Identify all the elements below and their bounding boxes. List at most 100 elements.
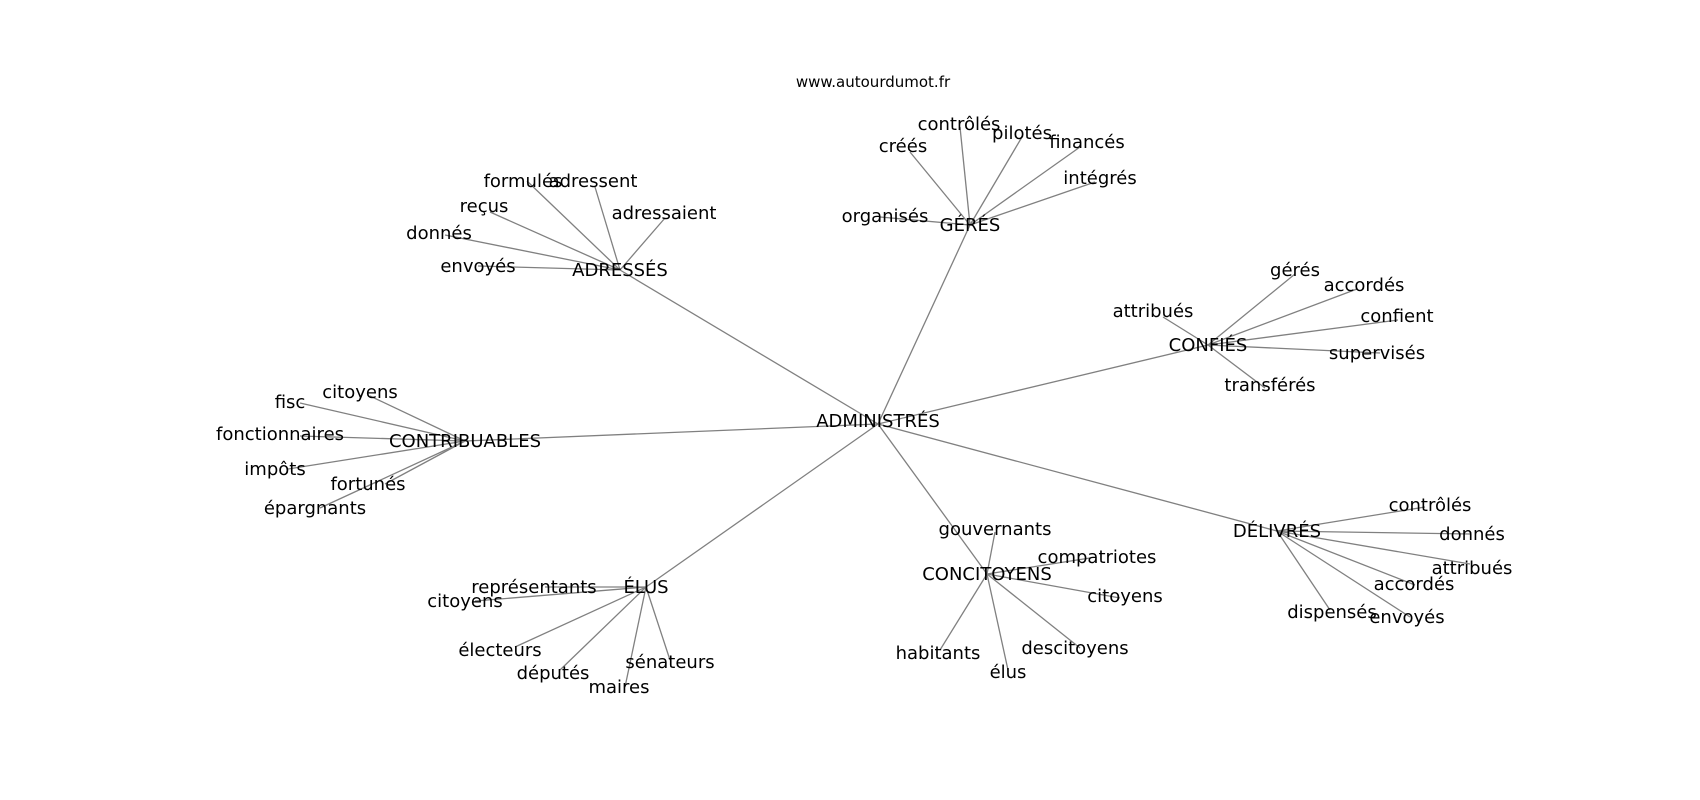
related-word: envoyés xyxy=(1369,607,1444,628)
leaf-edge xyxy=(1276,530,1416,586)
root-edge xyxy=(619,269,879,425)
related-word: confient xyxy=(1360,306,1433,327)
related-word: accordés xyxy=(1324,275,1405,296)
related-word: supervisés xyxy=(1329,343,1425,364)
related-word: reçus xyxy=(460,196,509,217)
leaf-edge xyxy=(986,573,1009,671)
hub-word: DÉLIVRÉS xyxy=(1233,520,1321,542)
root-edge xyxy=(464,423,879,442)
related-word: citoyens xyxy=(427,591,502,612)
watermark: www.autourdumot.fr xyxy=(796,73,951,91)
related-word: impôts xyxy=(244,459,305,480)
leaf-edge xyxy=(444,234,621,271)
root-edge xyxy=(877,344,1209,425)
related-word: citoyens xyxy=(322,382,397,403)
leaf-edge xyxy=(594,186,621,271)
leaf-edge xyxy=(879,216,971,226)
hub-word: ÉLUS xyxy=(623,576,668,598)
related-word: fisc xyxy=(275,392,306,413)
leaf-edge xyxy=(489,211,621,271)
related-word: gérés xyxy=(1270,260,1320,281)
leaf-edge xyxy=(939,573,988,651)
leaf-edge xyxy=(986,557,1091,575)
leaf-edge xyxy=(1207,344,1266,389)
hub-word: CONTRIBUABLES xyxy=(389,431,541,452)
root-word: ADMINISTRÉS xyxy=(816,410,940,432)
leaf-edge xyxy=(1276,506,1426,532)
leaf-edge xyxy=(319,440,466,509)
related-word: adressaient xyxy=(612,203,717,224)
hub-word: CONFIÉS xyxy=(1169,334,1248,356)
related-word: financés xyxy=(1049,132,1125,153)
leaf-edge xyxy=(474,586,647,602)
related-word: transférés xyxy=(1224,375,1315,396)
related-word: adressent xyxy=(549,171,638,192)
related-word: gouvernants xyxy=(939,519,1052,540)
related-word: sénateurs xyxy=(625,652,714,673)
edges-layer xyxy=(287,126,1471,688)
leaf-edge xyxy=(959,126,971,226)
leaf-edge xyxy=(477,265,621,271)
related-word: citoyens xyxy=(1087,586,1162,607)
leaf-edge xyxy=(1207,344,1381,354)
leaf-edge xyxy=(299,402,466,442)
related-word: accordés xyxy=(1374,574,1455,595)
related-word: fortunés xyxy=(330,474,405,495)
related-word: créés xyxy=(879,136,927,157)
related-word: dispensés xyxy=(1287,602,1377,623)
leaf-edge xyxy=(624,586,647,688)
related-word: intégrés xyxy=(1063,168,1136,189)
related-word: pilotés xyxy=(992,123,1052,144)
leaf-edge xyxy=(287,440,466,470)
related-word: attribués xyxy=(1113,301,1194,322)
related-word: donnés xyxy=(406,223,472,244)
leaf-edge xyxy=(619,217,666,271)
related-word: compatriotes xyxy=(1038,547,1157,568)
leaf-edge xyxy=(1276,530,1471,565)
leaf-edge xyxy=(909,151,971,226)
leaf-edge xyxy=(969,181,1096,226)
root-edge xyxy=(877,423,988,575)
leaf-edge xyxy=(986,573,1121,599)
labels-layer: www.autourdumot.fr ADMINISTRÉS ADRESSÉS fo… xyxy=(216,73,1512,698)
leaf-edge xyxy=(1276,530,1411,618)
leaf-edge xyxy=(986,531,996,575)
related-word: contrôlés xyxy=(1389,495,1472,516)
leaf-edge xyxy=(1207,319,1399,346)
hub-word: CONCITOYENS xyxy=(922,564,1052,585)
root-edge xyxy=(645,423,879,588)
related-word: organisés xyxy=(842,206,929,227)
leaf-edge xyxy=(1276,530,1471,535)
related-word: fonctionnaires xyxy=(216,424,344,445)
leaf-edge xyxy=(969,146,1081,226)
related-word: descitoyens xyxy=(1021,638,1128,659)
leaf-edge xyxy=(299,435,466,442)
leaf-edge xyxy=(986,573,1081,649)
leaf-edge xyxy=(559,586,647,671)
related-word: élus xyxy=(990,662,1027,683)
related-word: attribués xyxy=(1432,558,1513,579)
leaf-edge xyxy=(1276,530,1331,611)
leaf-edge xyxy=(645,586,671,661)
related-word: députés xyxy=(517,663,590,684)
related-word: habitants xyxy=(896,643,981,664)
leaf-edge xyxy=(369,395,466,442)
leaf-edge xyxy=(384,440,466,485)
related-word: envoyés xyxy=(440,256,515,277)
related-word: maires xyxy=(588,677,649,698)
hub-word: GÉRÉS xyxy=(940,214,1001,236)
leaf-edge xyxy=(514,586,647,648)
related-word: formulés xyxy=(484,171,563,192)
leaf-edge xyxy=(969,136,1023,226)
related-word: représentants xyxy=(471,577,596,598)
related-word: électeurs xyxy=(458,640,541,661)
root-edge xyxy=(877,224,971,425)
related-word: épargnants xyxy=(264,498,366,519)
leaf-edge xyxy=(1162,316,1209,346)
related-word: contrôlés xyxy=(918,114,1001,135)
root-edge xyxy=(877,423,1278,532)
leaf-edge xyxy=(526,180,621,271)
related-word: donnés xyxy=(1439,524,1505,545)
hub-word: ADRESSÉS xyxy=(572,259,668,281)
